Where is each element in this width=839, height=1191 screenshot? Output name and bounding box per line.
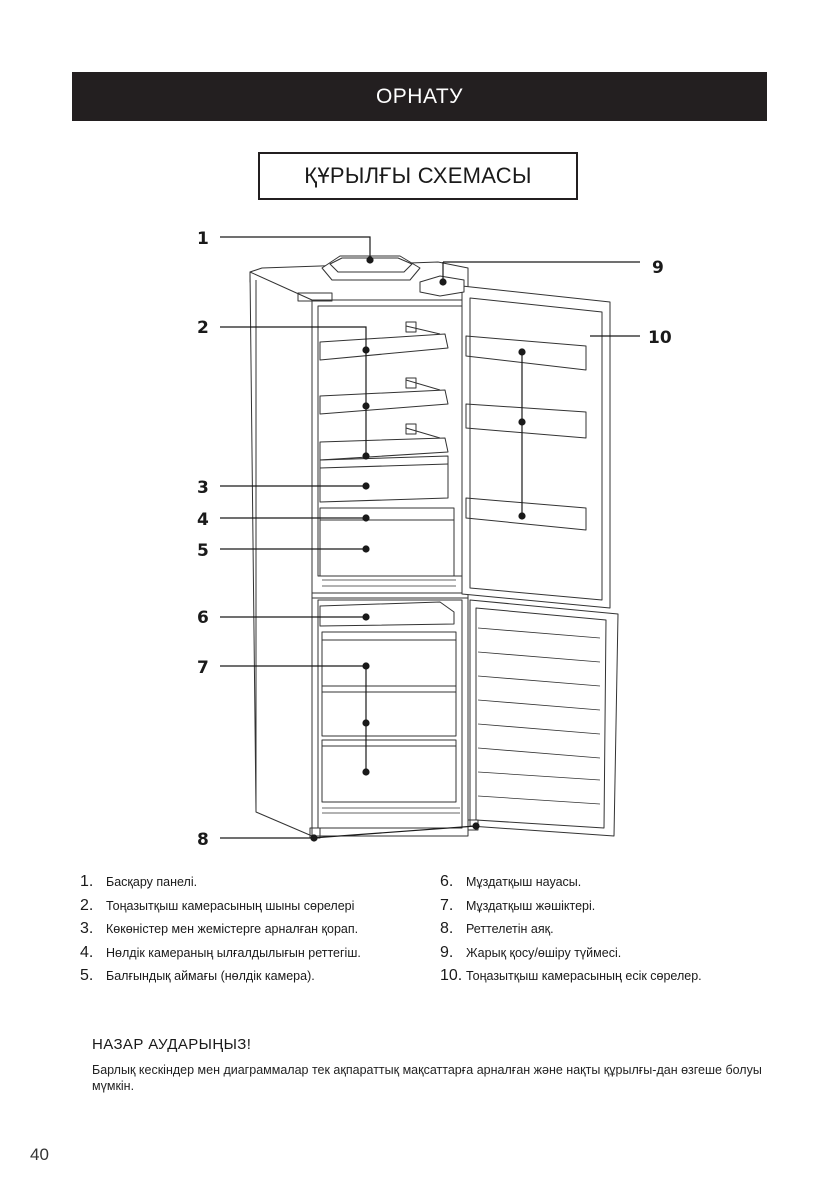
- callout-4: 4: [197, 510, 209, 530]
- door-shelves: [465, 335, 587, 531]
- callout-3: 3: [197, 478, 209, 498]
- legend-item: 1. Басқару панелі.: [80, 873, 361, 897]
- glass-shelves: [319, 321, 449, 461]
- header-title: ОРНАТУ: [375, 84, 464, 108]
- legend-item: 3. Көкөністер мен жемістерге арналған қо…: [80, 920, 361, 944]
- legend-text: Көкөністер мен жемістерге арналған қорап…: [106, 922, 359, 936]
- legend-text: Басқару панелі.: [106, 875, 198, 889]
- freshness-zone: [319, 519, 455, 577]
- notice-title: НАЗАР АУДАРЫҢЫЗ!: [92, 1036, 252, 1053]
- legend-number: 9.: [440, 943, 454, 961]
- light-switch: [419, 275, 465, 297]
- notice-text: Барлық кескіндер мен диаграммалар тек ақ…: [92, 1063, 762, 1093]
- legend-number: 10.: [440, 967, 463, 984]
- callout-1: 1: [197, 229, 209, 249]
- vegetable-box: [319, 455, 449, 503]
- legend-item: 9. Жарық қосу/өшіру түймесі.: [440, 944, 702, 968]
- header-bar: ОРНАТУ: [72, 72, 767, 121]
- legend-item: 2. Тоңазытқыш камерасының шыны сөрелері: [80, 897, 361, 921]
- callout-5: 5: [197, 541, 209, 561]
- legend-number: 4.: [80, 943, 94, 961]
- callout-8: 8: [197, 830, 209, 850]
- control-panel: [321, 255, 421, 281]
- legend-number: 7.: [440, 896, 454, 914]
- page-number: 40: [30, 1145, 49, 1164]
- callout-2: 2: [197, 318, 209, 338]
- legend-text: Нөлдік камераның ылғалдылығын реттегіш.: [106, 945, 361, 960]
- legend-text: Жарық қосу/өшіру түймесі.: [466, 945, 622, 960]
- cabinet-front: [311, 299, 469, 837]
- callout-6: 6: [197, 608, 209, 628]
- section-title-box: ҚҰРЫЛҒЫ СХЕМАСЫ: [258, 152, 578, 200]
- legend-number: 6.: [440, 873, 454, 890]
- legend-left: 1. Басқару панелі. 2. Тоңазытқыш камерас…: [80, 873, 361, 991]
- cabinet-side: [249, 271, 313, 837]
- legend-text: Реттелетін аяқ.: [466, 922, 554, 936]
- freezer-drawers: [321, 631, 457, 803]
- legend-item: 6. Мұздатқыш науасы.: [440, 873, 702, 897]
- legend-item: 7. Мұздатқыш жәшіктері.: [440, 897, 702, 921]
- section-title: ҚҰРЫЛҒЫ СХЕМАСЫ: [304, 163, 532, 188]
- legend-text: Тоңазытқыш камерасының есік сөрелер.: [466, 969, 702, 983]
- fridge-door: [461, 285, 611, 609]
- callout-10: 10: [648, 328, 672, 348]
- legend-text: Мұздатқыш жәшіктері.: [466, 898, 596, 913]
- legend-number: 3.: [80, 920, 94, 937]
- legend-item: 8. Реттелетін аяқ.: [440, 920, 702, 944]
- legend-item: 10. Тоңазытқыш камерасының есік сөрелер.: [440, 967, 702, 991]
- legend-right: 6. Мұздатқыш науасы. 7. Мұздатқыш жәшікт…: [440, 873, 702, 991]
- callout-7: 7: [197, 658, 209, 678]
- legend-number: 8.: [440, 920, 454, 937]
- legend-item: 4. Нөлдік камераның ылғалдылығын реттегі…: [80, 944, 361, 968]
- legend-number: 1.: [80, 873, 94, 890]
- freezer-door: [469, 599, 619, 837]
- legend-text: Тоңазытқыш камерасының шыны сөрелері: [106, 898, 355, 913]
- legend-number: 2.: [80, 896, 94, 914]
- legend-item: 5. Балғындық аймағы (нөлдік камера).: [80, 967, 361, 991]
- legend-number: 5.: [80, 967, 94, 984]
- freezer-tray: [319, 601, 455, 627]
- legend-text: Мұздатқыш науасы.: [466, 875, 582, 889]
- legend-text: Балғындық аймағы (нөлдік камера).: [106, 969, 315, 983]
- callout-9: 9: [652, 258, 664, 278]
